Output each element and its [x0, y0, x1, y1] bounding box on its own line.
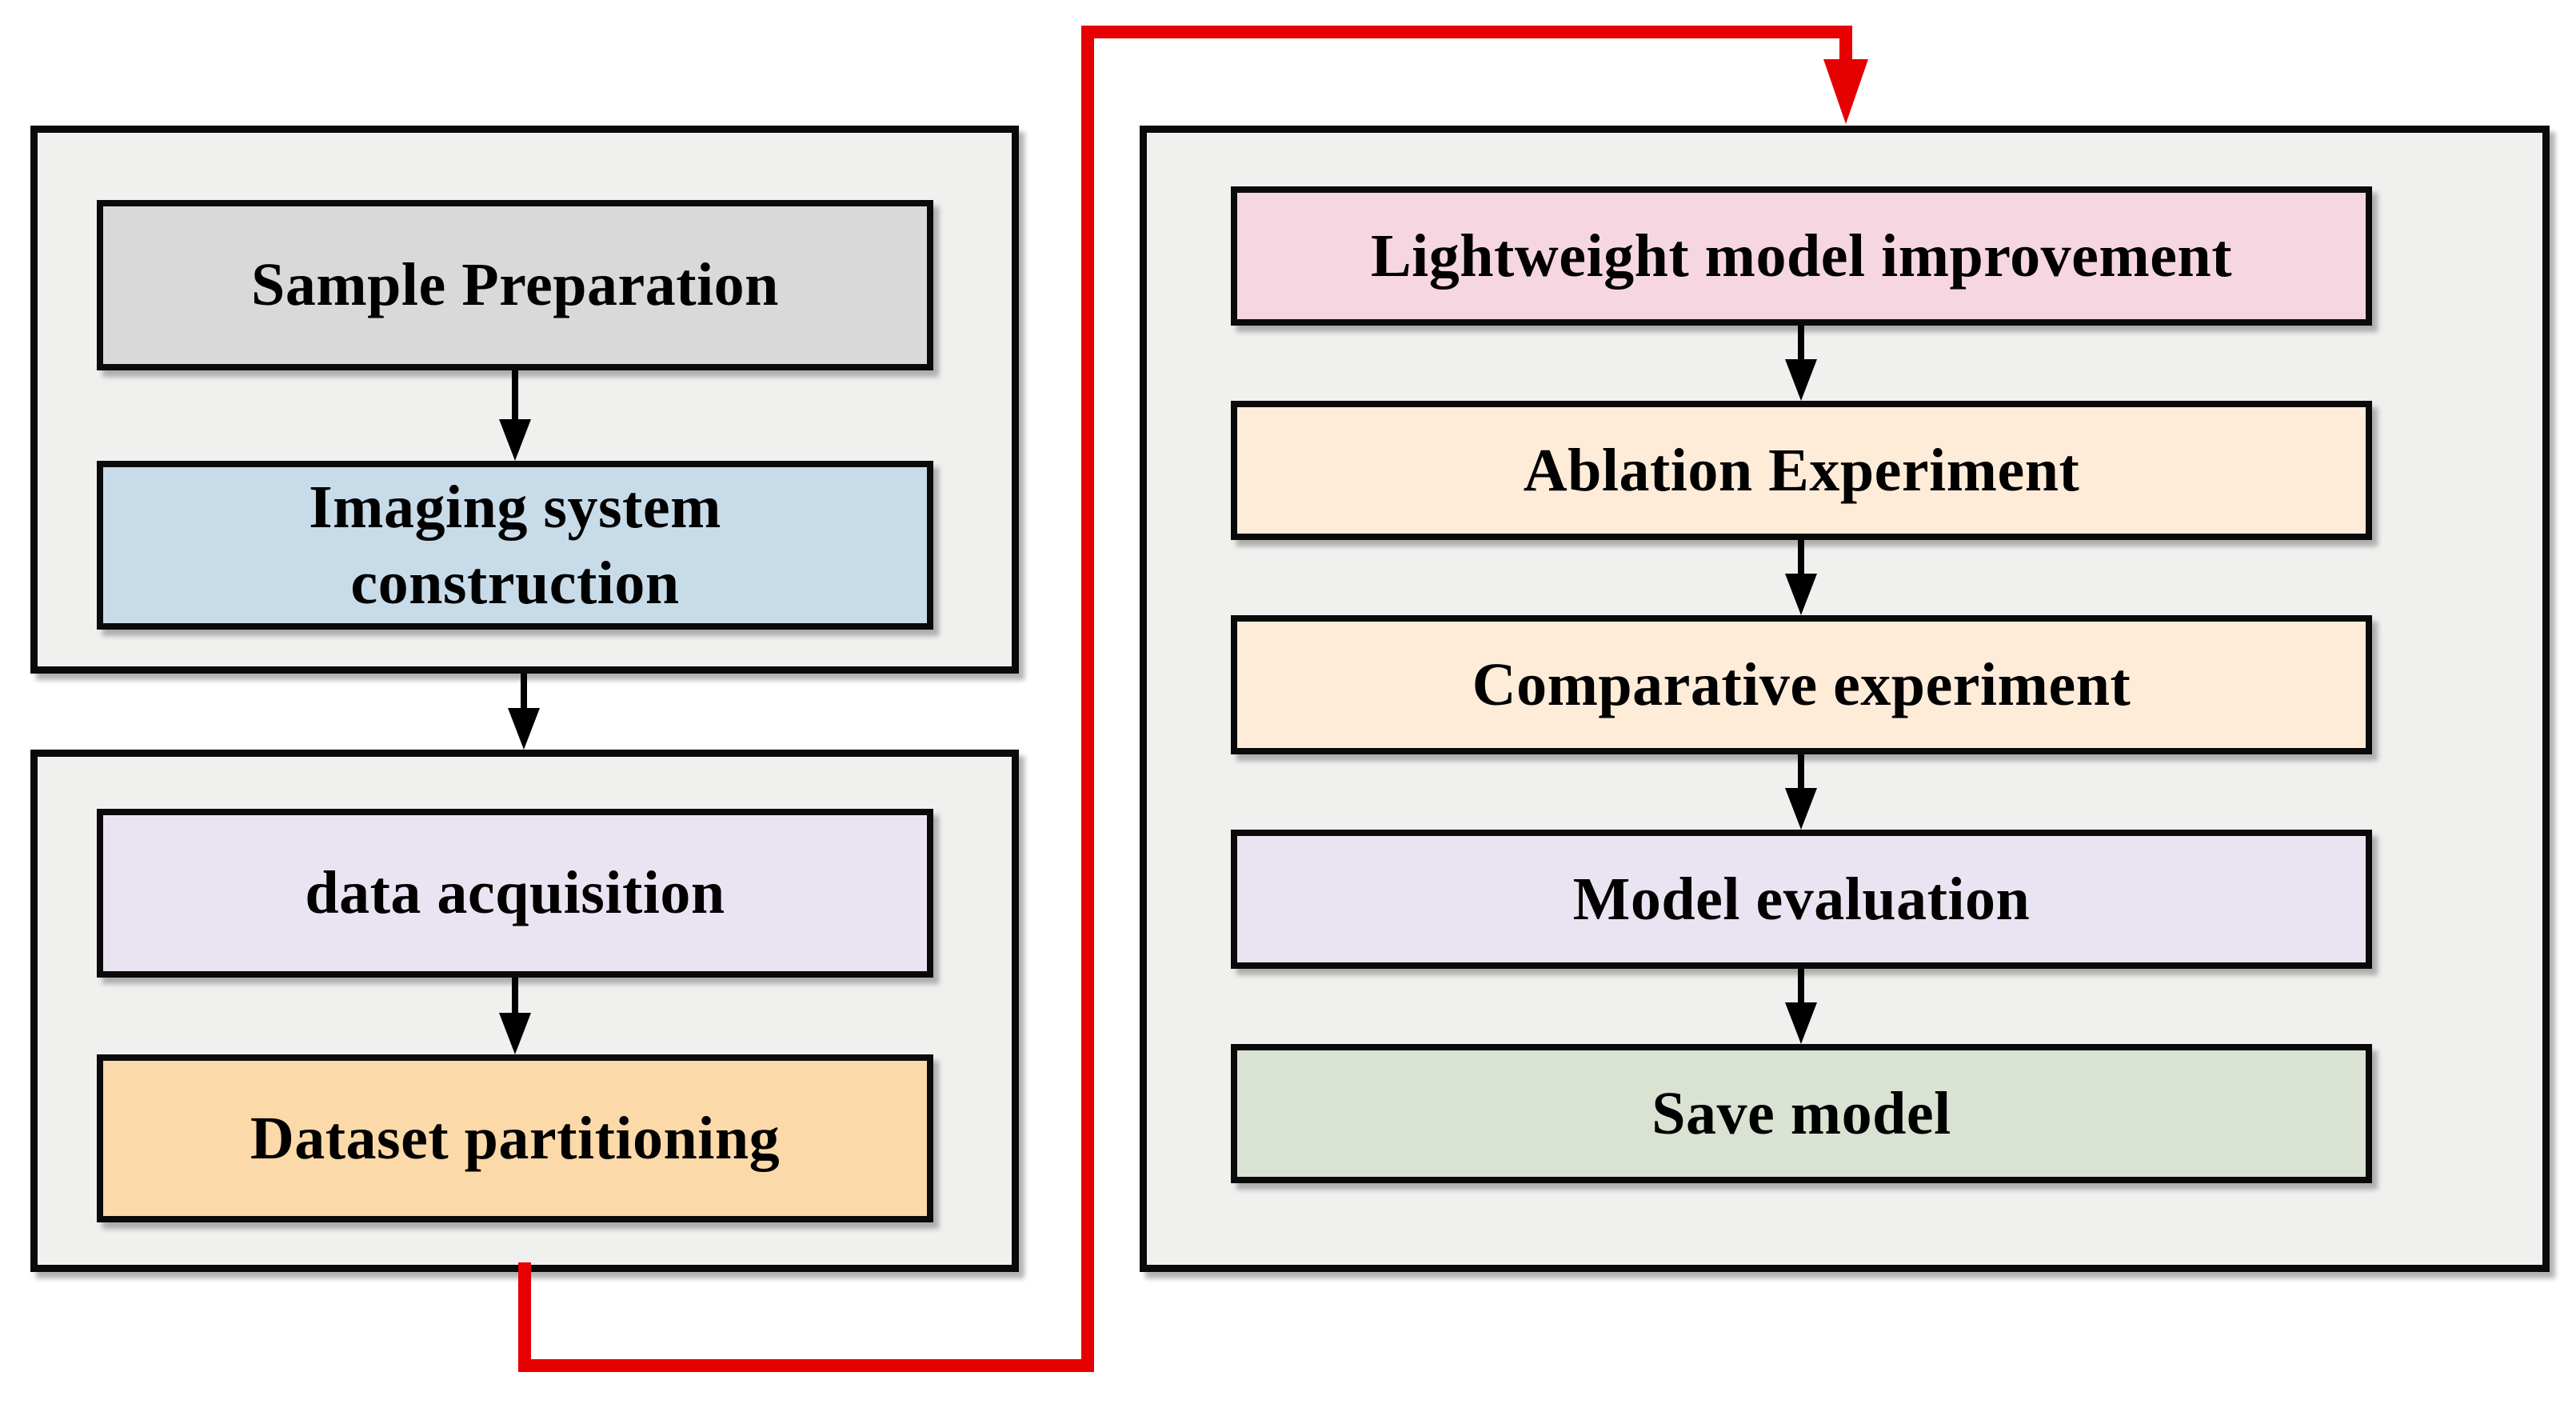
ablation-experiment-box: Ablation Experiment — [1231, 401, 2372, 540]
sample-preparation-box: Sample Preparation — [97, 200, 933, 370]
lightweight-model-improvement-label: Lightweight model improvement — [1370, 222, 2232, 290]
data-acquisition-label: data acquisition — [305, 859, 725, 926]
save-model-box: Save model — [1231, 1044, 2372, 1183]
comparative-experiment-label: Comparative experiment — [1472, 650, 2131, 718]
arrow-group1-to-group2 — [508, 674, 540, 750]
comparative-experiment-box: Comparative experiment — [1231, 615, 2372, 754]
sample-preparation-label: Sample Preparation — [251, 251, 779, 318]
dataset-partitioning-label: Dataset partitioning — [250, 1104, 781, 1172]
imaging-system-construction-box: Imaging system construction — [97, 461, 933, 630]
data-acquisition-box: data acquisition — [97, 809, 933, 978]
model-evaluation-box: Model evaluation — [1231, 830, 2372, 969]
model-evaluation-label: Model evaluation — [1572, 865, 2031, 933]
ablation-experiment-label: Ablation Experiment — [1523, 436, 2080, 504]
lightweight-model-improvement-box: Lightweight model improvement — [1231, 186, 2372, 326]
dataset-partitioning-box: Dataset partitioning — [97, 1054, 933, 1222]
save-model-label: Save model — [1651, 1079, 1951, 1147]
imaging-system-construction-label: Imaging system construction — [309, 473, 721, 617]
